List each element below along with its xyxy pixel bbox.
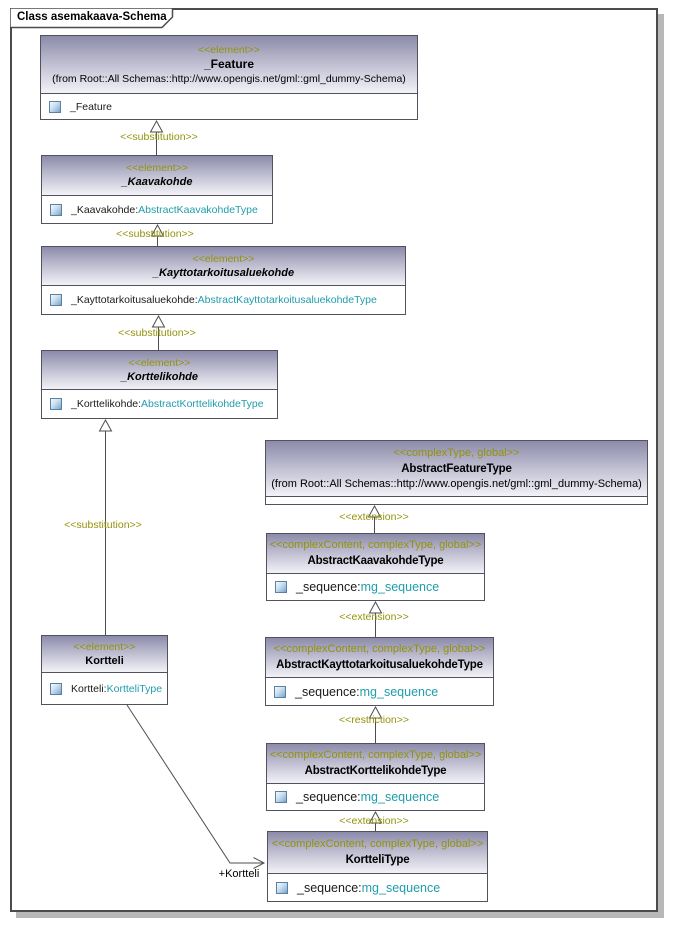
connector-label-substitution: <<substitution>> xyxy=(64,519,142,531)
class-name: KortteliType xyxy=(345,854,410,866)
attribute-icon xyxy=(50,294,62,306)
class-header: <<element>> _Feature (from Root::All Sch… xyxy=(41,36,417,94)
attribute-name: _sequence: xyxy=(295,684,360,699)
attribute-type: mg_sequence xyxy=(360,790,440,804)
attribute-row[interactable]: _sequence:mg_sequence xyxy=(266,678,493,705)
class-name: _Feature xyxy=(203,57,255,71)
class-stereotype: <<complexContent, complexType, global>> xyxy=(271,838,484,850)
attribute-row[interactable]: _sequence:mg_sequence xyxy=(268,874,487,901)
class-name: AbstractFeatureType xyxy=(401,463,512,475)
class-header: <<complexType, global>> AbstractFeatureT… xyxy=(266,441,647,497)
attribute-row[interactable]: _sequence:mg_sequence xyxy=(267,784,484,810)
attribute-type: mg_sequence xyxy=(359,684,439,699)
connector-label-substitution: <<substitution>> xyxy=(116,228,194,240)
attribute-type: AbstractKaavakohdeType xyxy=(138,203,258,216)
attribute-type: AbstractKayttotarkoitusaluekohdeType xyxy=(197,294,377,306)
attribute-name: _Feature xyxy=(70,100,113,113)
class-box-abstractkaavakohdetype[interactable]: <<complexContent, complexType, global>> … xyxy=(266,533,485,601)
class-box-kortteli[interactable]: <<element>> Kortteli Kortteli:KortteliTy… xyxy=(41,635,168,705)
class-name: AbstractKayttotarkoitusaluekohdeType xyxy=(276,659,483,671)
class-package-path: (from Root::All Schemas::http://www.open… xyxy=(52,73,406,85)
attribute-type: AbstractKorttelikohdeType xyxy=(141,398,264,410)
attribute-name: _Kaavakohde: xyxy=(71,203,139,216)
class-header: <<element>> Kortteli xyxy=(42,636,167,673)
attribute-name: Kortteli: xyxy=(71,682,107,695)
attribute-row[interactable]: _Kayttotarkoitusaluekohde:AbstractKaytto… xyxy=(42,286,405,314)
class-name: AbstractKorttelikohdeType xyxy=(304,765,447,777)
class-header: <<element>> _Kaavakohde xyxy=(42,156,272,196)
class-header: <<complexContent, complexType, global>> … xyxy=(267,534,484,574)
class-name: _Kayttotarkoitusaluekohde xyxy=(152,266,295,279)
class-stereotype: <<complexType, global>> xyxy=(393,447,520,459)
attribute-row[interactable]: _Kaavakohde:AbstractKaavakohdeType xyxy=(42,196,272,223)
attribute-name: _sequence: xyxy=(296,580,361,594)
attribute-name: _sequence: xyxy=(297,880,362,895)
connector-label-substitution: <<substitution>> xyxy=(118,327,196,339)
class-box-feature[interactable]: <<element>> _Feature (from Root::All Sch… xyxy=(40,35,418,120)
attribute-row[interactable]: _Korttelikohde:AbstractKorttelikohdeType xyxy=(42,390,277,418)
class-name: _Korttelikohde xyxy=(120,370,198,383)
class-box-abstractfeaturetype[interactable]: <<complexType, global>> AbstractFeatureT… xyxy=(265,440,648,505)
diagram-title: Class asemakaava-Schema xyxy=(17,11,167,23)
attribute-row[interactable]: _Feature xyxy=(41,94,417,119)
attribute-name: _sequence: xyxy=(296,790,361,804)
class-box-abstractkayttotarkoitusaluekohdetype[interactable]: <<complexContent, complexType, global>> … xyxy=(265,637,494,706)
class-box-kaavakohde[interactable]: <<element>> _Kaavakohde _Kaavakohde:Abst… xyxy=(41,155,273,224)
attribute-name: _Kayttotarkoitusaluekohde: xyxy=(71,294,198,306)
attribute-icon xyxy=(275,581,287,593)
attribute-row[interactable]: Kortteli:KortteliType xyxy=(42,673,167,704)
class-header: <<element>> _Kayttotarkoitusaluekohde xyxy=(42,247,405,286)
class-package-path: (from Root::All Schemas::http://www.open… xyxy=(271,478,642,490)
class-stereotype: <<element>> xyxy=(198,44,260,56)
attribute-type: KortteliType xyxy=(106,682,163,695)
class-box-abstractkorttelikohdetype[interactable]: <<complexContent, complexType, global>> … xyxy=(266,743,485,811)
attribute-type: mg_sequence xyxy=(360,580,440,594)
attribute-icon xyxy=(274,685,286,698)
class-name: AbstractKaavakohdeType xyxy=(307,555,444,567)
attribute-type: mg_sequence xyxy=(361,880,441,895)
class-stereotype: <<complexContent, complexType, global>> xyxy=(269,749,482,761)
attribute-icon xyxy=(50,682,62,695)
connector-label-extension: <<extension>> xyxy=(339,511,409,523)
attribute-icon xyxy=(50,398,62,410)
connector-label-extension: <<extension>> xyxy=(339,815,409,827)
association-role-label: +Kortteli xyxy=(218,868,260,880)
attribute-icon xyxy=(50,203,62,216)
class-box-korttelikohde[interactable]: <<element>> _Korttelikohde _Korttelikohd… xyxy=(41,350,278,419)
attribute-icon xyxy=(275,791,287,803)
connector-label-substitution: <<substitution>> xyxy=(120,131,198,143)
class-header: <<complexContent, complexType, global>> … xyxy=(268,832,487,874)
connector-label-extension: <<extension>> xyxy=(339,611,409,623)
class-stereotype: <<element>> xyxy=(73,640,136,653)
class-stereotype: <<element>> xyxy=(192,252,255,265)
diagram-frame-tab xyxy=(10,8,174,29)
class-box-kayttotarkoitusaluekohde[interactable]: <<element>> _Kayttotarkoitusaluekohde _K… xyxy=(41,246,406,315)
class-header: <<element>> _Korttelikohde xyxy=(42,351,277,390)
class-stereotype: <<complexContent, complexType, global>> xyxy=(269,539,482,551)
connector-label-restriction: <<restriction>> xyxy=(338,714,410,726)
attribute-name: _Korttelikohde: xyxy=(71,398,142,410)
class-header: <<complexContent, complexType, global>> … xyxy=(266,638,493,678)
class-name: _Kaavakohde xyxy=(121,176,193,188)
class-stereotype: <<element>> xyxy=(126,162,188,174)
class-header: <<complexContent, complexType, global>> … xyxy=(267,744,484,784)
class-box-korttelitype[interactable]: <<complexContent, complexType, global>> … xyxy=(267,831,488,902)
class-stereotype: <<complexContent, complexType, global>> xyxy=(273,643,486,655)
attribute-row[interactable]: _sequence:mg_sequence xyxy=(267,574,484,600)
attribute-icon xyxy=(276,881,288,894)
attribute-icon xyxy=(49,100,61,113)
class-stereotype: <<element>> xyxy=(128,356,191,369)
class-name: Kortteli xyxy=(85,654,124,667)
attribute-compartment-empty xyxy=(266,497,647,504)
